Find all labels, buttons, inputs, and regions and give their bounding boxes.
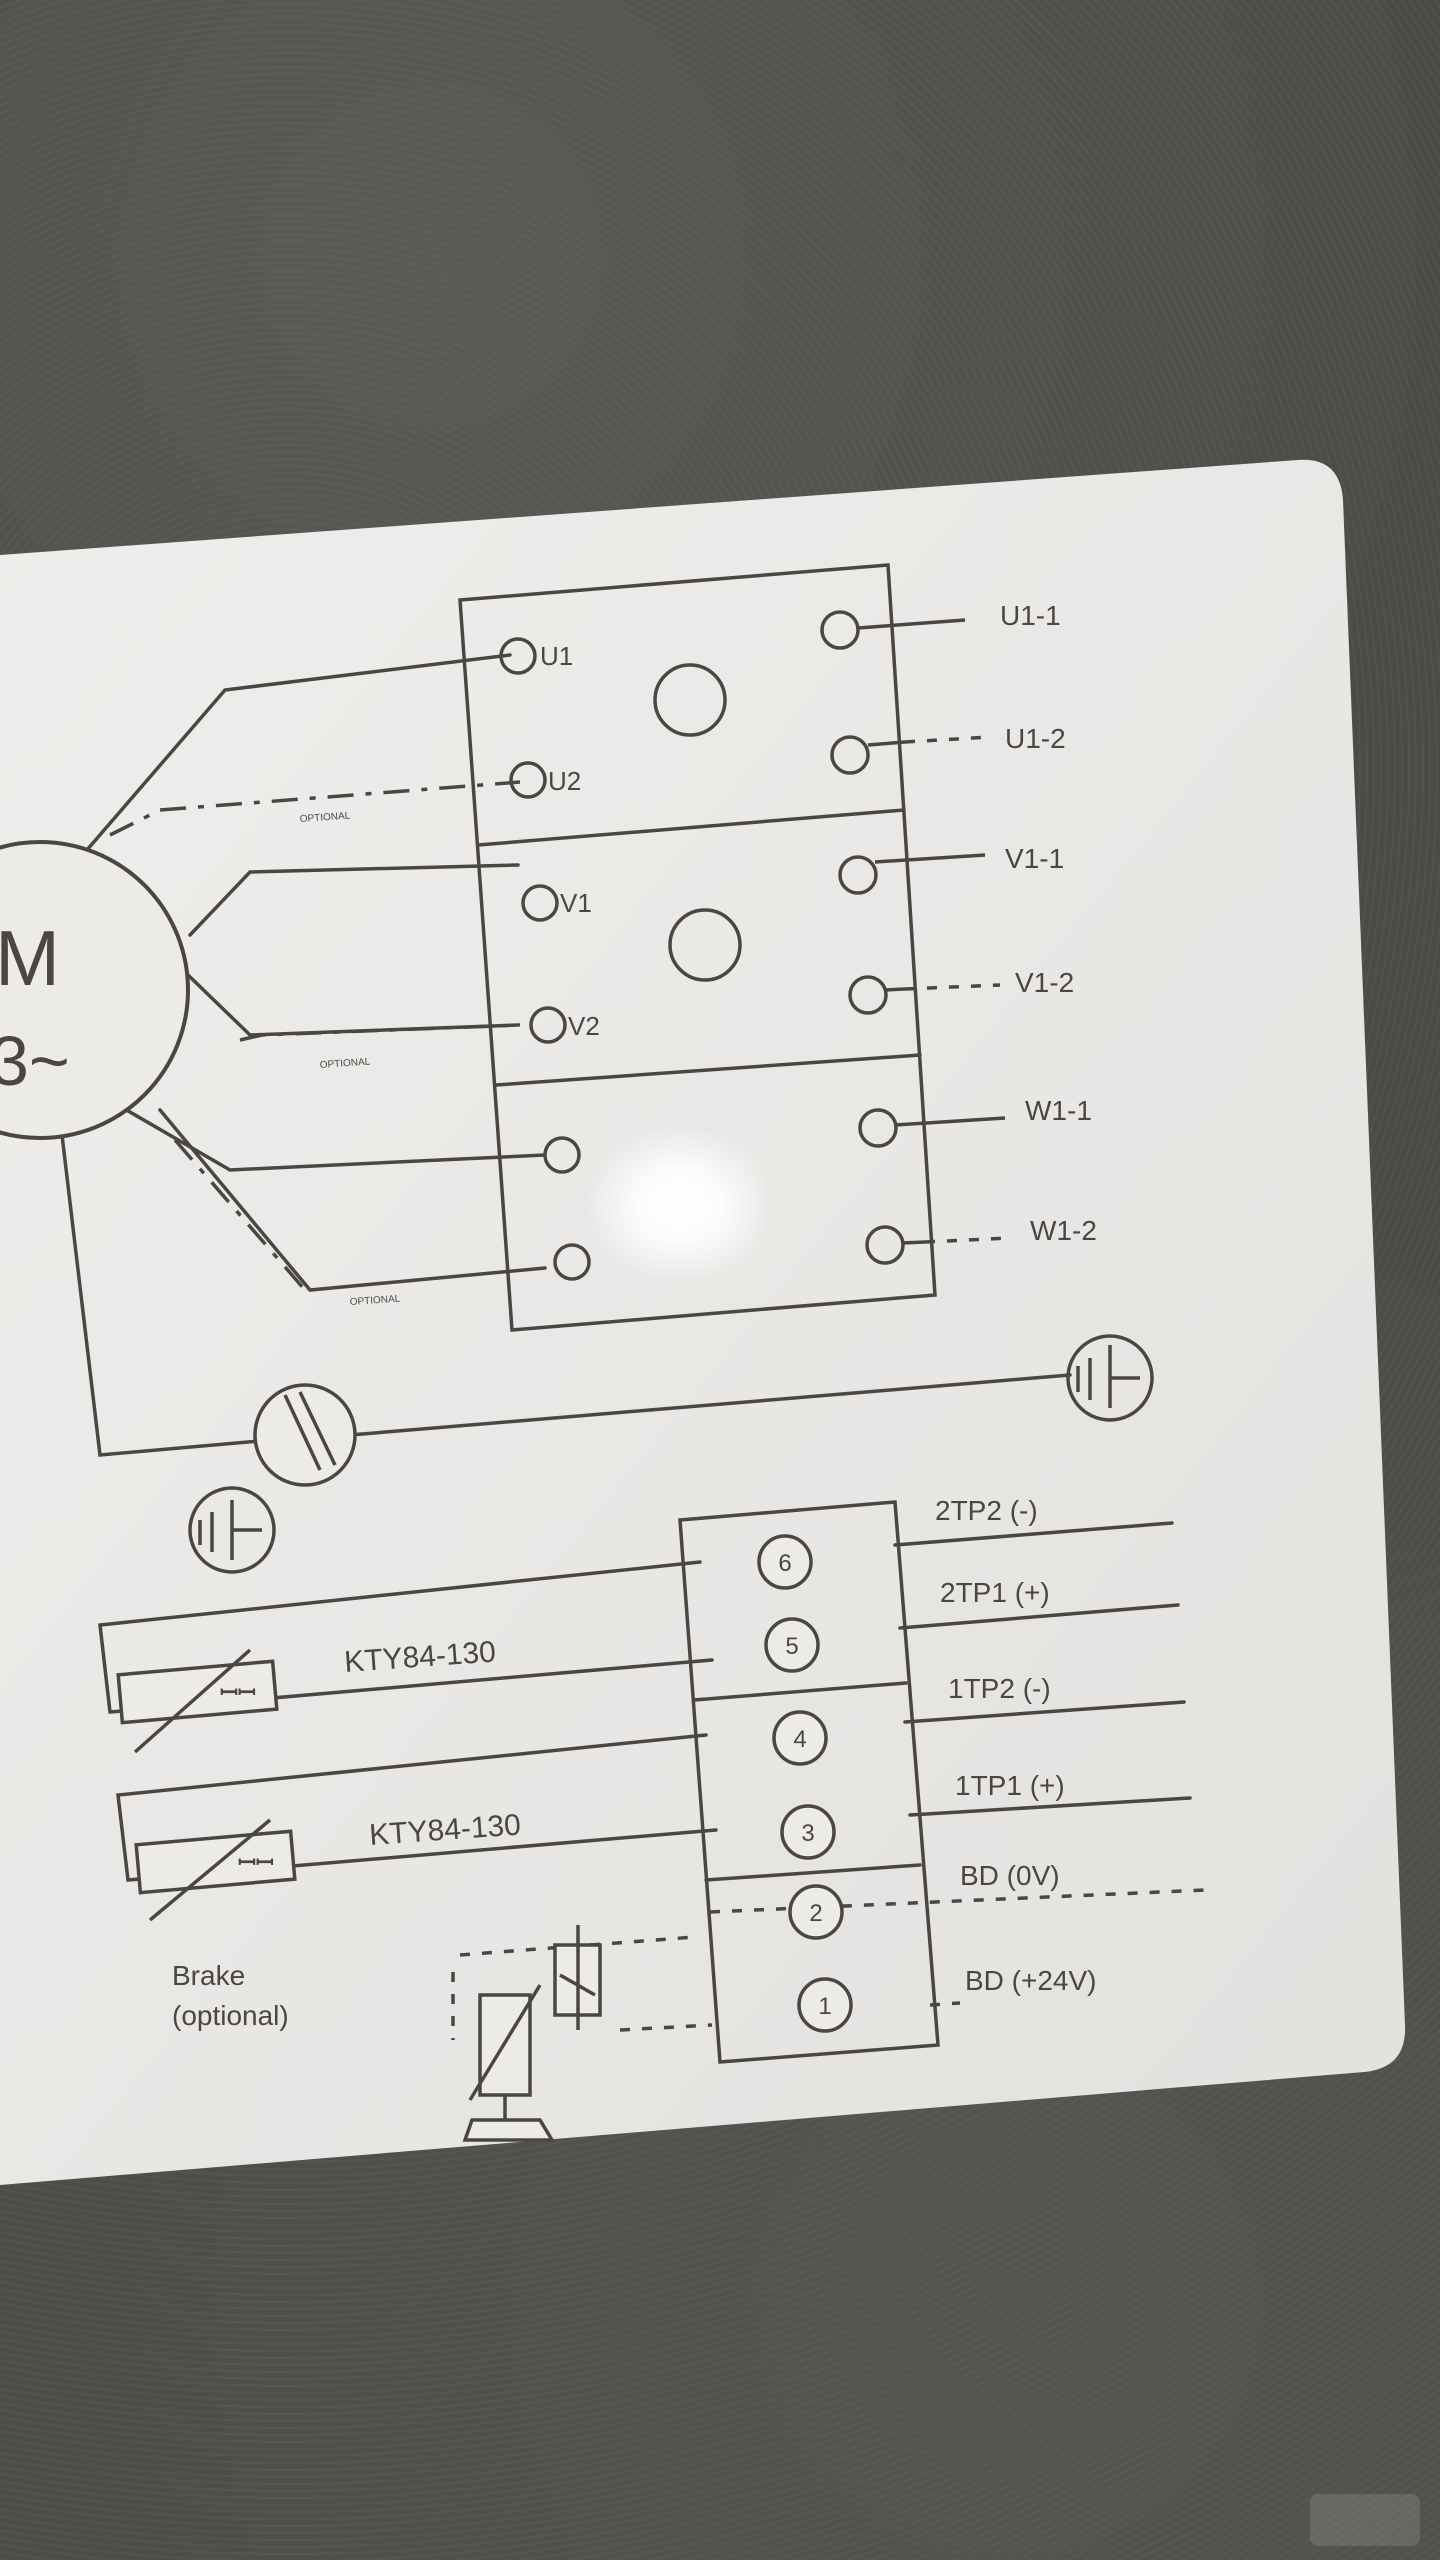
motor-icon	[0, 840, 190, 1140]
brake-label: Brake	[172, 1960, 245, 1991]
output-label-V1-1: V1-1	[1005, 843, 1064, 874]
terminal-W2	[553, 1243, 591, 1281]
terminal-number-6: 6	[778, 1550, 791, 1577]
output-label-U1-2: U1-2	[1005, 723, 1066, 754]
output-label-W1-2: W1-2	[1030, 1215, 1097, 1246]
ground-bar	[348, 1373, 1072, 1437]
terminal-number-2: 2	[809, 1900, 822, 1927]
terminal-number-1: 1	[818, 1993, 831, 2020]
varistor-mark-1: ꟷꟷ	[220, 1680, 256, 1705]
signal-label-BD-0V: BD (0V)	[960, 1860, 1060, 1891]
sensor1-loop	[98, 1560, 714, 1714]
terminal-V1	[521, 884, 559, 922]
terminal-number-5: 5	[785, 1633, 798, 1660]
camera-glare	[585, 1125, 775, 1285]
ground-icon	[1066, 1334, 1154, 1422]
terminal-number-3: 3	[801, 1820, 814, 1847]
terminal-label-U2: U2	[548, 766, 581, 796]
terminal-label-U1: U1	[540, 641, 573, 671]
terminal-label-V1: V1	[560, 888, 592, 918]
optional-wires-dashed	[109, 780, 521, 1292]
signal-label-2TP1: 2TP1 (+)	[940, 1577, 1050, 1608]
cable-gland-icon	[253, 1383, 357, 1487]
sensor2-loop	[116, 1733, 718, 1882]
terminal-number-4: 4	[793, 1726, 806, 1753]
terminal-V2	[529, 1006, 567, 1044]
watermark	[1310, 2494, 1420, 2546]
motor-letter: M	[0, 914, 60, 1002]
output-label-W1-1: W1-1	[1025, 1095, 1092, 1126]
ground-icon	[188, 1486, 276, 1574]
signal-label-1TP1: 1TP1 (+)	[955, 1770, 1065, 1801]
block-divider-2	[494, 1053, 922, 1087]
upper-terminal-circles	[499, 610, 905, 1281]
optional-tag-1: OPTIONAL	[299, 810, 351, 825]
terminal-U1-2	[830, 735, 870, 775]
left-wire-bundle	[60, 653, 547, 1457]
brake-coil-icon	[462, 1925, 602, 2142]
terminal-U2	[509, 761, 547, 799]
signal-label-BD-24V: BD (+24V)	[965, 1965, 1097, 1996]
upper-terminal-block	[458, 563, 937, 1332]
varistor-icon	[116, 1648, 297, 1922]
bridge-circle-1	[653, 663, 727, 737]
bridge-circle-2	[668, 908, 742, 982]
brake-optional-label: (optional)	[172, 2000, 289, 2031]
terminal-U1	[499, 637, 537, 675]
terminal-label-V2: V2	[568, 1011, 600, 1041]
motor-phase: 3~	[0, 1022, 70, 1100]
terminal-W1-2	[865, 1225, 905, 1265]
terminal-W1-1	[858, 1108, 898, 1148]
signal-label-1TP2: 1TP2 (-)	[948, 1673, 1051, 1704]
terminal-U1-1	[820, 610, 860, 650]
optional-tag-2: OPTIONAL	[319, 1056, 371, 1071]
lower-divider-2	[704, 1863, 922, 1882]
terminal-V1-1	[838, 855, 878, 895]
output-label-V1-2: V1-2	[1015, 967, 1074, 998]
lower-divider-1	[692, 1681, 908, 1702]
block-divider-1	[476, 808, 906, 847]
terminal-W1	[543, 1136, 581, 1174]
label-card	[0, 459, 1406, 2186]
signal-label-2TP2: 2TP2 (-)	[935, 1495, 1038, 1526]
optional-tag-3: OPTIONAL	[349, 1293, 401, 1308]
varistor-mark-2: ꟷꟷ	[238, 1850, 274, 1875]
lower-terminal-circles	[757, 1534, 853, 2033]
terminal-V1-2	[848, 975, 888, 1015]
output-label-U1-1: U1-1	[1000, 600, 1061, 631]
